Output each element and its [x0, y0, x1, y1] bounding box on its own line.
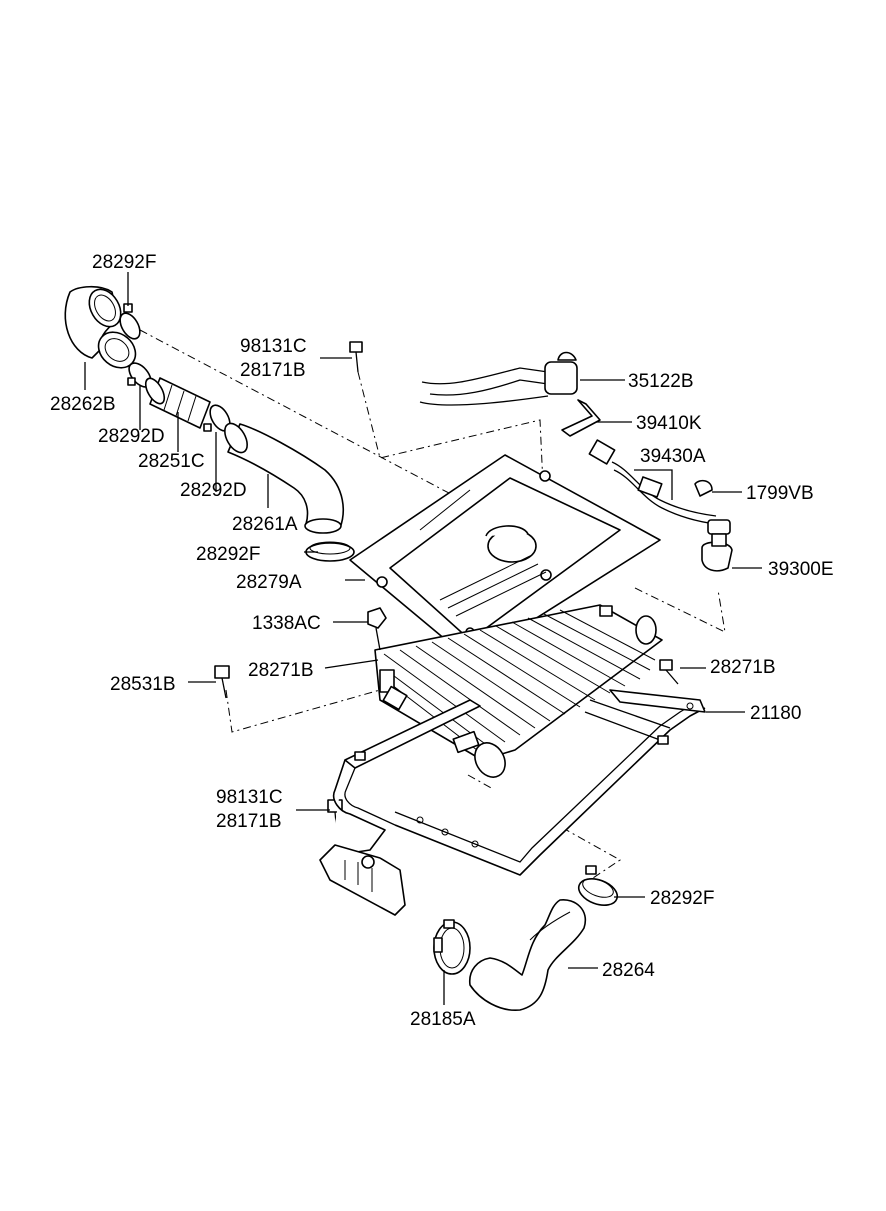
- coupler-28251C: [144, 377, 211, 429]
- label-28261A: 28261A: [232, 514, 298, 535]
- label-28292F-bot: 28292F: [650, 888, 714, 909]
- label-28262B: 28262B: [50, 394, 116, 415]
- label-98131C-top: 98131C: [240, 336, 307, 357]
- label-28292F-mid: 28292F: [196, 544, 260, 565]
- clamp-28185A: [433, 919, 471, 975]
- label-28171B-bot: 28171B: [216, 811, 282, 832]
- bracket-39410K: [561, 399, 601, 437]
- label-39410K: 39410K: [636, 413, 702, 434]
- label-28271B-right: 28271B: [710, 657, 776, 678]
- bolt-98131C-top: [349, 341, 363, 373]
- bolt-28271B-right: [659, 659, 679, 685]
- label-21180: 21180: [750, 703, 801, 724]
- label-28171B-top: 28171B: [240, 360, 306, 381]
- label-98131C-bot: 98131C: [216, 787, 283, 808]
- sensor-39300E: [701, 519, 733, 572]
- hose-39430A: [588, 439, 717, 525]
- label-28185A: 28185A: [410, 1009, 476, 1030]
- label-35122B: 35122B: [628, 371, 694, 392]
- part-labels: 28292F 28262B 28292D 28251C 28292D 28261…: [50, 252, 834, 1030]
- hose-28262B: [64, 285, 137, 369]
- bolt-28531B: [214, 665, 230, 699]
- label-28292D-a: 28292D: [98, 426, 165, 447]
- frame-21180: [319, 689, 706, 916]
- hose-28261A: [224, 422, 345, 534]
- label-28271B-left: 28271B: [248, 660, 314, 681]
- label-1338AC: 1338AC: [252, 613, 321, 634]
- hose-28264: [468, 899, 587, 1011]
- label-28251C: 28251C: [138, 451, 205, 472]
- clamp-28292F-bot: [577, 865, 619, 906]
- label-28292F-top: 28292F: [92, 252, 156, 273]
- label-28292D-b: 28292D: [180, 480, 247, 501]
- label-28264: 28264: [602, 960, 655, 981]
- label-28279A: 28279A: [236, 572, 302, 593]
- nut-1338AC: [367, 607, 387, 651]
- leader-lines: [84, 272, 762, 1005]
- label-28531B: 28531B: [110, 674, 176, 695]
- clamp-28292F-top: [119, 303, 141, 340]
- label-39300E: 39300E: [768, 559, 834, 580]
- clip-1799VB: [694, 479, 713, 497]
- label-39430A: 39430A: [640, 446, 706, 467]
- cover-28279A: [349, 454, 661, 661]
- label-1799VB: 1799VB: [746, 483, 814, 504]
- harness-35122B: [419, 351, 578, 406]
